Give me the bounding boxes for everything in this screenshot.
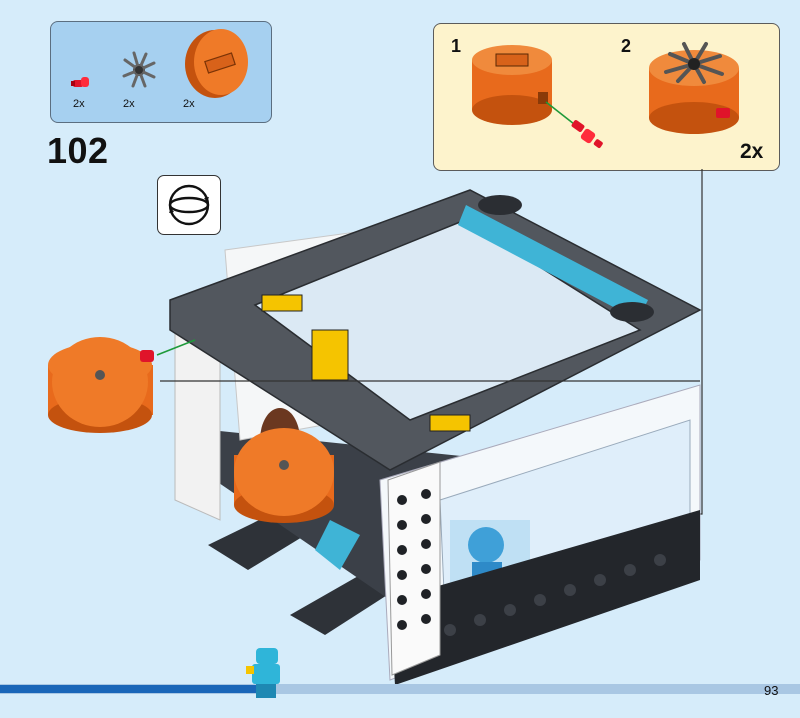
- orange-fan-cap-left: [48, 337, 154, 433]
- sub-step-number-1: 1: [451, 36, 462, 56]
- column-studs: [397, 489, 431, 630]
- part-qty-cap: 2x: [183, 98, 195, 110]
- front-base-studs: [414, 554, 666, 646]
- blue-wedge: [315, 520, 360, 570]
- fan-blade-icon: [122, 51, 156, 88]
- red-pin-step1-icon: [571, 120, 603, 148]
- red-pin-icon: [71, 77, 89, 87]
- worker-sticker-figure: [468, 527, 504, 563]
- rotate-model-icon: [168, 184, 210, 226]
- roof-blue-rail: [458, 205, 648, 320]
- progress-track: [0, 684, 800, 694]
- attach-arrow-left: [156, 339, 196, 356]
- orange-cap-step1-icon: [472, 45, 552, 125]
- assembly-arrow-icon: [545, 101, 575, 125]
- parts-illustrations: [71, 29, 248, 98]
- sub-step-number-2: 2: [621, 36, 632, 56]
- orange-cap-step2-icon: [649, 42, 739, 134]
- orange-fan-cap-right: [234, 428, 334, 523]
- yellow-warning-block-2: [429, 414, 471, 432]
- roof-wheel-2: [610, 302, 654, 322]
- roof-wheel-1: [478, 195, 522, 215]
- page-number: 93: [764, 683, 779, 698]
- minifigure-progress-icon: [246, 648, 280, 698]
- sub-assembly-multiplier: 2x: [740, 140, 764, 163]
- yellow-cylinder: [311, 329, 349, 381]
- rotate-model-callout: [157, 175, 221, 235]
- sub-assembly-callout: 1 2: [433, 23, 780, 171]
- part-qty-pin: 2x: [73, 98, 85, 110]
- sub-assembly-illustrations: [472, 42, 739, 148]
- yellow-warning-block-1: [261, 294, 303, 312]
- front-column: [387, 461, 441, 676]
- orange-cap-icon: [185, 29, 248, 98]
- ramp-right: [290, 575, 395, 635]
- progress-fill: [0, 685, 262, 693]
- step-number: 102: [47, 130, 109, 171]
- parts-list-callout: 2x 2x 2x: [50, 21, 272, 123]
- part-qty-fan: 2x: [123, 98, 135, 110]
